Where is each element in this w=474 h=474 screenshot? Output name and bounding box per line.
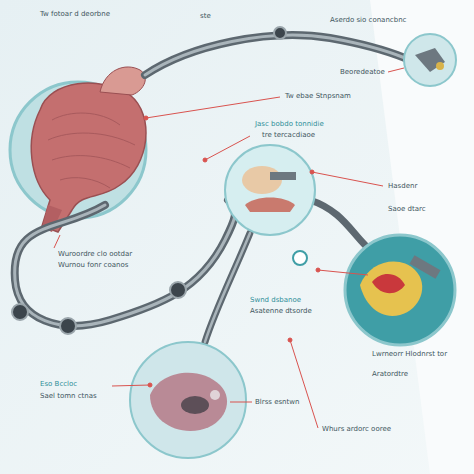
heart-panel (10, 67, 146, 232)
leader-lines-part (146, 97, 280, 118)
part-label: Tw ebae Stnpsnam (285, 92, 351, 101)
part-label: Saoe dtarc (388, 205, 426, 214)
bottom-panel-part (130, 342, 246, 458)
part-label: Sael tomn ctnas (40, 392, 97, 401)
label-text: Eso Bccloc (40, 380, 77, 388)
part-label: Aratordtre (372, 370, 408, 379)
label-text: Asatenne dtsorde (250, 307, 312, 315)
tube-rings-part (12, 304, 28, 320)
middle-panel-part (293, 251, 307, 265)
tube-rings-part (170, 282, 186, 298)
label-text: Whurs ardorc ooree (322, 425, 391, 433)
part-label: Lwrneorr Hlodnrst tor (372, 350, 447, 359)
part-label: Asatenne dtsorde (250, 307, 312, 316)
middle-panel-part (270, 172, 296, 180)
part-label: Jasc bobdo tonnidie (255, 120, 324, 129)
right-panel-part (372, 274, 405, 293)
leader-lines-part (144, 116, 148, 120)
leader-lines-part (203, 158, 207, 162)
part-label: Wuroordre clo ootdar (58, 250, 132, 259)
right-panel-part (345, 235, 455, 345)
part-label: Wurnou fonr coanos (58, 261, 128, 270)
label-text: Aserdo sio conancbnc (330, 16, 406, 24)
label-text: Hasdenr (388, 182, 417, 190)
part-label: tre tercacdiaoe (262, 131, 315, 140)
leader-lines (54, 68, 404, 428)
leader-lines-part (205, 136, 250, 160)
top-right-panel (404, 34, 456, 86)
leader-lines-part (318, 270, 368, 275)
leader-lines-part (230, 402, 252, 403)
right-panel-part (360, 262, 422, 316)
tube-rings-part (60, 318, 76, 334)
leader-lines-part (54, 235, 60, 248)
leader-lines-part (388, 68, 404, 72)
bottom-panel-part (150, 373, 227, 431)
tube-part (145, 35, 405, 75)
label-text: ste (200, 12, 211, 20)
bottom-panel-part (210, 390, 220, 400)
tube-part (15, 200, 235, 326)
leader-lines-part (148, 383, 152, 387)
label-text: tre tercacdiaoe (262, 131, 315, 139)
part-label: Eso Bccloc (40, 380, 77, 389)
label-text: Tw ebae Stnpsnam (285, 92, 351, 100)
label-text: Beoredeatoe (340, 68, 385, 76)
tube-rings (12, 27, 286, 334)
label-text: Aratordtre (372, 370, 408, 378)
tube-part (145, 35, 405, 75)
label-text: Swnd dsbanoe (250, 296, 301, 304)
heart-panel-part (48, 113, 135, 188)
leader-lines-part (288, 338, 292, 342)
part-label: ste (200, 12, 211, 21)
part-label: Beoredeatoe (340, 68, 385, 77)
middle-panel (225, 145, 315, 265)
bottom-panel (130, 342, 246, 458)
part-label: Blrss esntwn (255, 398, 299, 407)
right-panel (345, 235, 455, 345)
part-label: Aserdo sio conancbnc (330, 16, 406, 25)
bottom-panel-part (181, 396, 209, 414)
tube-part (205, 233, 250, 342)
leader-lines-part (312, 172, 383, 186)
label-text: Saoe dtarc (388, 205, 426, 213)
label-text: Tw fotoar d deorbne (40, 10, 110, 18)
leader-lines-part (290, 340, 318, 428)
middle-panel-part (245, 198, 295, 213)
part-label: Hasdenr (388, 182, 417, 191)
tube-part (15, 200, 235, 326)
tube-part (310, 200, 365, 245)
tube-part (205, 233, 250, 342)
tube-rings-part (274, 27, 286, 39)
leader-lines-part (310, 170, 314, 174)
top-right-panel-part (436, 62, 444, 70)
right-panel-part (410, 255, 441, 279)
part-label: Whurs ardorc ooree (322, 425, 391, 434)
label-text: Sael tomn ctnas (40, 392, 97, 400)
leader-lines-part (316, 268, 320, 272)
heart-panel-part (100, 67, 145, 95)
label-text: Wurnou fonr coanos (58, 261, 128, 269)
part-label: Swnd dsbanoe (250, 296, 301, 305)
top-right-panel-part (415, 48, 445, 72)
label-text: Wuroordre clo ootdar (58, 250, 132, 258)
label-text: Blrss esntwn (255, 398, 299, 406)
top-right-panel-part (404, 34, 456, 86)
part-label: Tw fotoar d deorbne (40, 10, 110, 19)
label-text: Lwrneorr Hlodnrst tor (372, 350, 447, 358)
middle-panel-part (225, 145, 315, 235)
label-text: Jasc bobdo tonnidie (255, 120, 324, 128)
leader-lines-part (112, 385, 150, 386)
